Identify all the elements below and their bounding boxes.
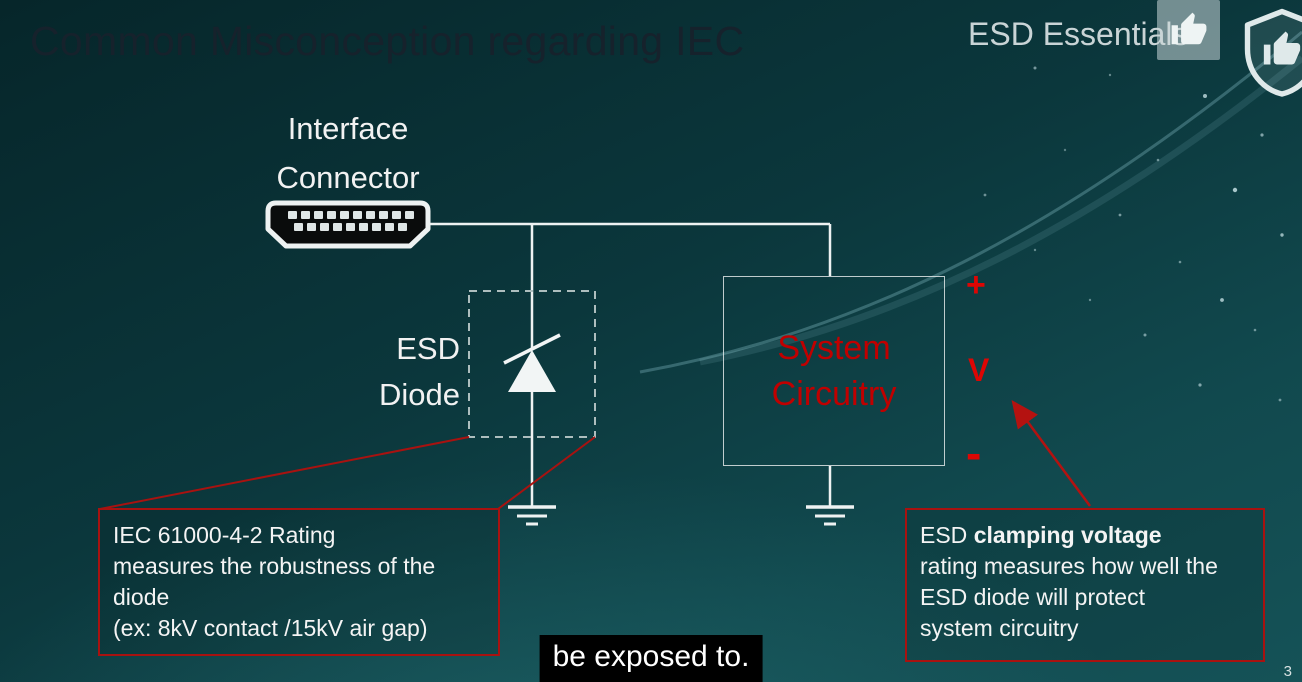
esd-diode-dashed-box bbox=[468, 290, 596, 438]
clamping-callout-line4: system circuitry bbox=[920, 615, 1079, 641]
esd-diode-label-line2: Diode bbox=[379, 377, 460, 412]
page-number: 3 bbox=[1283, 663, 1292, 680]
brand-text: ESD Essentials bbox=[968, 16, 1189, 52]
connector-label-line2: Connector bbox=[276, 160, 420, 195]
clamping-arrow bbox=[1011, 399, 1092, 507]
connector-label-line1: Interface bbox=[287, 111, 409, 146]
sparkle-dots bbox=[983, 66, 1284, 402]
system-box-line2: Circuitry bbox=[771, 375, 897, 413]
iec-callout-line4: (ex: 8kV contact /15kV air gap) bbox=[113, 615, 428, 641]
connector-pins bbox=[288, 211, 414, 231]
ground-symbol-system bbox=[806, 505, 854, 526]
subtitle-caption: be exposed to. bbox=[539, 635, 763, 682]
esd-diode-label-line1: ESD bbox=[396, 331, 460, 366]
esd-diode-label: ESD Diode bbox=[330, 326, 460, 418]
clamping-voltage-callout: ESD clamping voltage rating measures how… bbox=[905, 508, 1265, 662]
minus-sign: - bbox=[966, 427, 982, 479]
clamping-callout-line3: ESD diode will protect bbox=[920, 584, 1145, 610]
voltage-label: V bbox=[968, 352, 990, 388]
system-circuitry-box: System Circuitry bbox=[723, 276, 945, 466]
iec-callout-line2: measures the robustness of the bbox=[113, 553, 436, 579]
like-button[interactable] bbox=[1157, 0, 1220, 60]
plus-sign: + bbox=[966, 266, 986, 304]
clamping-line1-prefix: ESD bbox=[920, 522, 974, 548]
hdmi-connector-icon bbox=[265, 200, 431, 249]
ground-symbol-diode bbox=[508, 505, 556, 526]
clamping-line1-bold: clamping voltage bbox=[973, 522, 1162, 548]
page-title: Common Misconception regarding IEC bbox=[30, 18, 745, 64]
connector-label: Interface Connector bbox=[248, 104, 448, 202]
clamping-callout-line2: rating measures how well the bbox=[920, 553, 1218, 579]
iec-callout-line3: diode bbox=[113, 584, 170, 610]
thumbs-up-icon bbox=[1171, 12, 1206, 45]
iec-callout-line1: IEC 61000-4-2 Rating bbox=[113, 522, 336, 548]
callout-leader-lines bbox=[99, 436, 596, 510]
clamping-callout-line1: ESD clamping voltage bbox=[920, 520, 1250, 551]
shield-icon bbox=[1244, 8, 1302, 97]
esd-diode-symbol bbox=[503, 333, 561, 392]
system-box-line1: System bbox=[777, 329, 891, 367]
iec-rating-callout: IEC 61000-4-2 Rating measures the robust… bbox=[98, 508, 500, 656]
